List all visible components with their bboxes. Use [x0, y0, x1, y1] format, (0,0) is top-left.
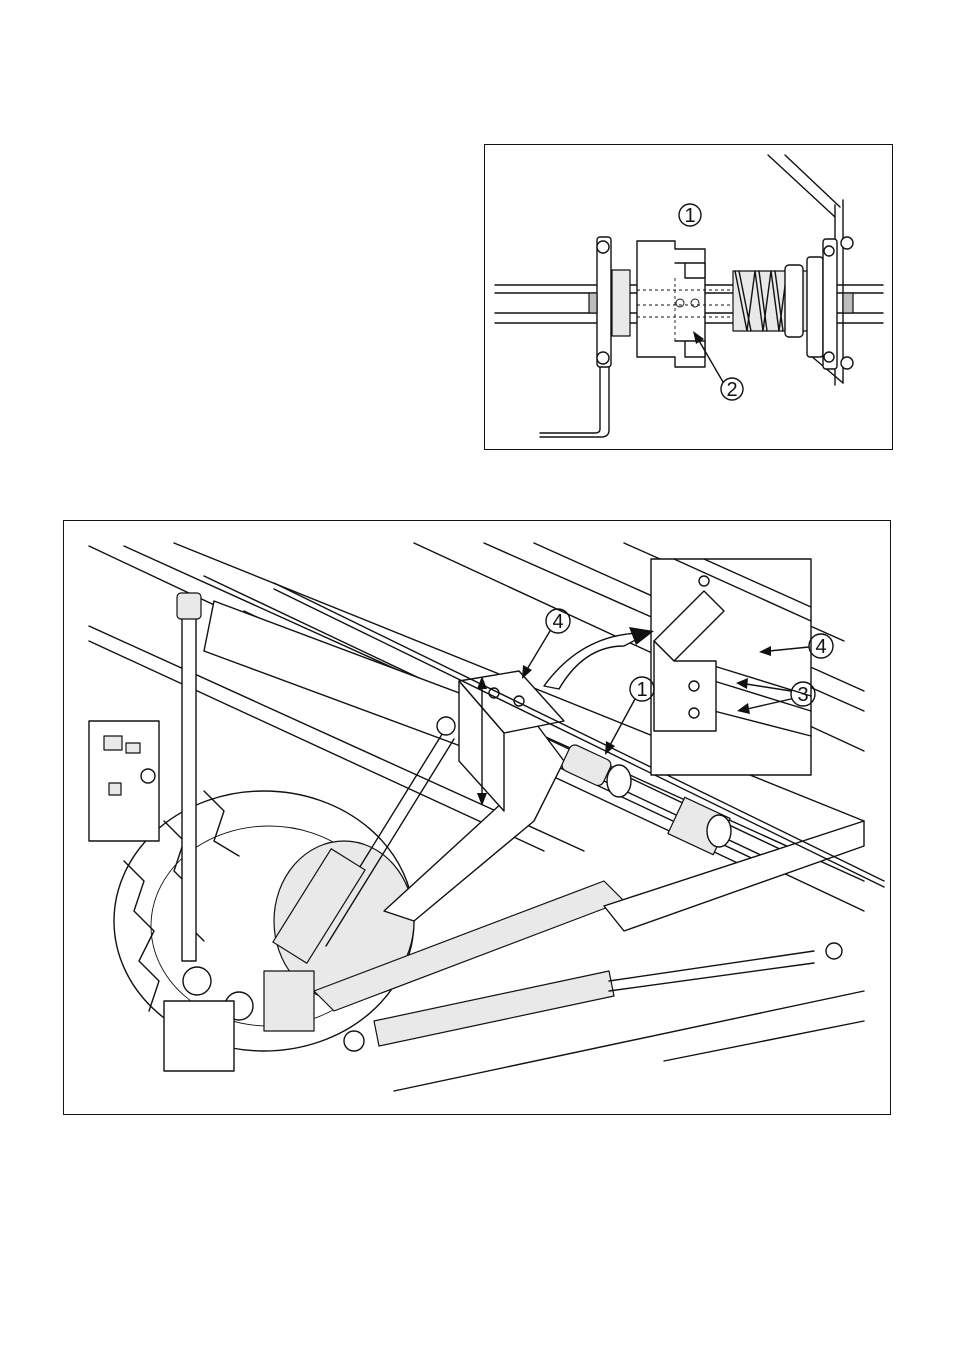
main-figure-panel: 4 1 4 3: [63, 520, 891, 1115]
coupling-detail-drawing: 1 2: [485, 145, 894, 451]
coupling-body: [637, 241, 735, 367]
main-callout-1: 1: [605, 677, 654, 755]
svg-text:1: 1: [684, 205, 695, 227]
sprayer-boom-drawing: 4 1 4 3: [64, 521, 892, 1116]
detail-callout-1: 1: [679, 204, 701, 227]
svg-text:2: 2: [726, 379, 737, 401]
right-flange: [807, 237, 853, 369]
cab-controls: [89, 721, 159, 841]
detail-figure-panel: 1 2: [484, 144, 893, 450]
svg-text:1: 1: [636, 679, 647, 701]
svg-text:4: 4: [815, 636, 826, 658]
spring: [733, 265, 817, 337]
svg-text:3: 3: [797, 684, 808, 706]
left-flange: [540, 237, 630, 437]
svg-text:4: 4: [552, 611, 563, 633]
inset-detail: [651, 559, 811, 775]
